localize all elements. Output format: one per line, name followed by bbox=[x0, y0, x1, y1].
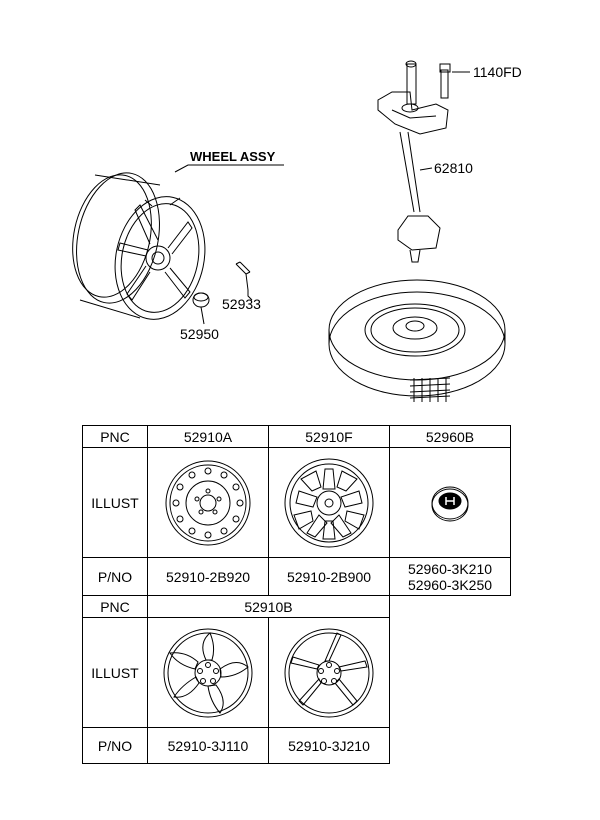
illust-cell bbox=[389, 447, 511, 558]
illust-header: ILLUST bbox=[82, 447, 148, 558]
parts-diagram bbox=[72, 60, 506, 402]
part-62810-label: 62810 bbox=[434, 160, 473, 176]
nut-leader bbox=[200, 306, 205, 325]
part-52950-label: 52950 bbox=[180, 326, 219, 342]
steel-wheel-icon bbox=[165, 460, 251, 545]
pno-header: P/NO bbox=[82, 727, 148, 764]
rod-leader bbox=[419, 167, 433, 171]
pnc-cell: 52960B bbox=[389, 425, 511, 448]
pno-cell: 52910-2B920 bbox=[147, 557, 269, 596]
alloy-wheel-icon bbox=[284, 628, 374, 717]
pno-line: 52960-3K210 bbox=[407, 560, 493, 577]
alloy-wheel-icon bbox=[163, 628, 253, 717]
pnc-cell: 52910A bbox=[147, 425, 269, 448]
alloy-wheel-icon bbox=[284, 458, 374, 547]
pnc-header: PNC bbox=[82, 595, 148, 618]
illust-cell bbox=[147, 617, 269, 728]
pnc-cell: 52910B bbox=[147, 595, 390, 618]
illust-cell bbox=[268, 617, 390, 728]
valve-stem-drawing bbox=[235, 261, 251, 291]
hanger-rod-drawing bbox=[397, 131, 441, 263]
illust-header: ILLUST bbox=[82, 617, 148, 728]
pno-cell: 52910-3J110 bbox=[147, 727, 269, 764]
wheel-assembly-drawing bbox=[72, 172, 206, 320]
part-1140fd-label: 1140FD bbox=[473, 64, 522, 80]
pno-line: 52960-3K250 bbox=[407, 576, 493, 593]
pno-header: P/NO bbox=[82, 557, 148, 596]
tread-pattern bbox=[409, 377, 451, 402]
pno-cell: 52910-3J210 bbox=[268, 727, 390, 764]
wheel-assy-label: WHEEL ASSY bbox=[190, 149, 276, 164]
parts-table: PNC 52910A 52910F 52960B ILLUST bbox=[82, 425, 511, 764]
part-52933-label: 52933 bbox=[222, 296, 261, 312]
pno-cell: 52960-3K210 52960-3K250 bbox=[389, 557, 511, 596]
lug-nut-drawing bbox=[192, 292, 210, 308]
pnc-header: PNC bbox=[82, 425, 148, 448]
carrier-bracket-drawing bbox=[377, 60, 451, 135]
illust-cell bbox=[268, 447, 390, 558]
illust-cell bbox=[147, 447, 269, 558]
spare-tire-drawing bbox=[328, 279, 506, 402]
pnc-cell: 52910F bbox=[268, 425, 390, 448]
center-cap-icon bbox=[431, 486, 469, 521]
valve-leader bbox=[247, 290, 253, 301]
pno-cell: 52910-2B900 bbox=[268, 557, 390, 596]
wheel-assy-leader bbox=[174, 164, 284, 173]
